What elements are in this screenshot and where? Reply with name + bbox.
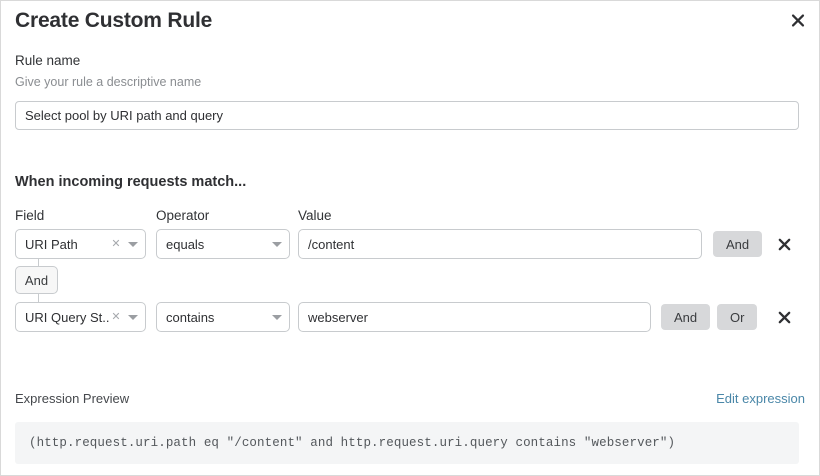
remove-icon (778, 238, 790, 250)
value-input[interactable] (298, 229, 702, 259)
chevron-down-icon[interactable] (269, 230, 285, 258)
and-button[interactable]: And (661, 304, 711, 330)
column-header-operator: Operator (156, 208, 210, 223)
operator-select[interactable]: contains (156, 302, 290, 332)
rule-name-label: Rule name (15, 53, 81, 68)
close-icon-glyph (791, 13, 805, 27)
chevron-down-icon[interactable] (125, 303, 141, 331)
condition-row: URI Path ✕ equals And (1, 229, 819, 259)
chevron-down-icon[interactable] (125, 230, 141, 258)
operator-select-value: equals (166, 236, 205, 252)
connector-and-button[interactable]: And (15, 266, 58, 294)
field-select[interactable]: URI Path ✕ (15, 229, 146, 259)
expression-preview-text: (http.request.uri.path eq "/content" and… (29, 436, 676, 450)
field-select-value: URI Query St... (25, 309, 109, 325)
expression-preview-box: (http.request.uri.path eq "/content" and… (15, 422, 799, 464)
rule-name-help-text: Give your rule a descriptive name (15, 75, 202, 89)
remove-icon (778, 311, 790, 323)
match-section-heading: When incoming requests match... (15, 174, 247, 190)
rule-name-input[interactable] (15, 101, 799, 130)
connector-line-top (38, 259, 39, 266)
or-button[interactable]: Or (717, 304, 758, 330)
edit-expression-link[interactable]: Edit expression (716, 391, 805, 406)
column-header-value: Value (298, 208, 332, 223)
condition-row: URI Query St... ✕ contains And Or (1, 302, 819, 332)
value-input[interactable] (298, 302, 651, 332)
field-select[interactable]: URI Query St... ✕ (15, 302, 146, 332)
column-header-field: Field (15, 208, 45, 223)
clear-icon[interactable]: ✕ (111, 310, 121, 323)
connector-line-bottom (38, 294, 39, 302)
close-icon[interactable] (785, 7, 811, 33)
field-select-value: URI Path (25, 236, 78, 252)
operator-select[interactable]: equals (156, 229, 290, 259)
remove-condition-button[interactable] (771, 230, 797, 258)
chevron-down-icon[interactable] (269, 303, 285, 331)
remove-condition-button[interactable] (771, 303, 797, 331)
operator-select-value: contains (166, 309, 215, 325)
expression-preview-label: Expression Preview (15, 391, 130, 406)
group-connector: And (1, 259, 121, 303)
dialog-title: Create Custom Rule (15, 9, 213, 32)
and-button[interactable]: And (713, 231, 763, 257)
clear-icon[interactable]: ✕ (111, 237, 121, 250)
